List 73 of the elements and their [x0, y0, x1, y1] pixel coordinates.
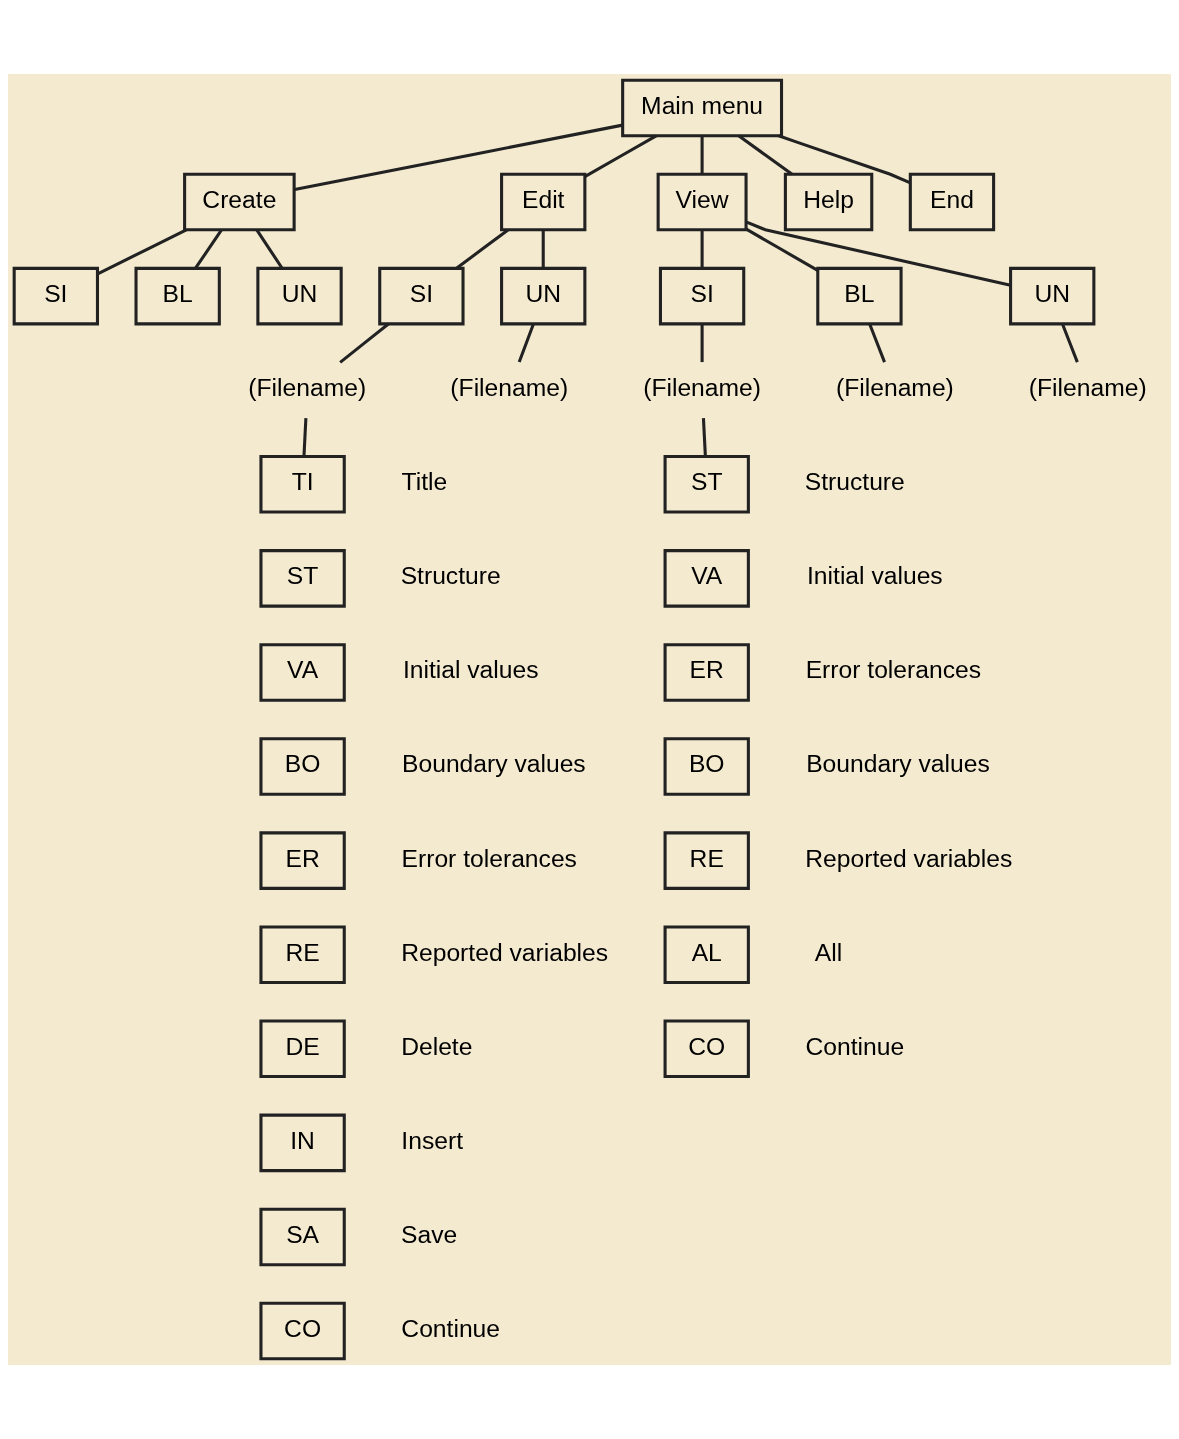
node-label: Title	[401, 468, 448, 496]
connector	[778, 134, 911, 184]
connector	[294, 123, 623, 192]
connector	[868, 323, 886, 363]
node-label: Boundary values	[806, 750, 990, 778]
node-box: SA	[259, 1207, 346, 1267]
node-label: Error tolerances	[805, 656, 982, 684]
node-label: Insert	[401, 1126, 464, 1154]
node-label: Structure	[804, 468, 905, 496]
node-text: (Filename)	[643, 374, 762, 402]
node-box: RE	[663, 831, 750, 890]
node-box: SI	[12, 266, 99, 326]
node-box: CO	[259, 1301, 346, 1361]
connector	[701, 418, 707, 457]
connector	[339, 322, 390, 364]
node-box: BO	[663, 737, 750, 796]
node-label: Save	[400, 1220, 458, 1248]
node-box: End	[908, 172, 996, 232]
node-text: (Filename)	[248, 374, 367, 402]
node-box: Main menu	[621, 78, 784, 138]
node-box: BL	[816, 266, 903, 326]
connector	[584, 134, 657, 178]
node-box: ER	[663, 643, 750, 702]
node-box: CO	[663, 1019, 750, 1079]
connector	[746, 220, 1011, 287]
node-box: ER	[259, 831, 346, 890]
connector	[745, 227, 819, 272]
node-label: Boundary values	[402, 750, 586, 778]
node-text: (Filename)	[835, 374, 954, 402]
node-box: IN	[259, 1113, 346, 1173]
node-box: TI	[259, 454, 346, 514]
node-label: Continue	[805, 1032, 905, 1060]
connector	[517, 323, 535, 363]
node-label: Initial values	[807, 562, 943, 590]
connector	[302, 418, 308, 457]
node-box: VA	[663, 549, 750, 608]
node-box: UN	[256, 266, 343, 326]
node-box: Help	[783, 172, 874, 232]
node-label: Delete	[401, 1032, 473, 1060]
node-box: UN	[500, 266, 587, 326]
node-box: BL	[134, 266, 221, 326]
connector	[255, 229, 284, 269]
node-label: Error tolerances	[401, 844, 577, 872]
node-label: Initial values	[402, 656, 539, 684]
connector	[97, 228, 187, 276]
node-label: Continue	[401, 1314, 501, 1342]
node-label: Reported variables	[805, 844, 1013, 872]
node-box: DE	[259, 1019, 346, 1079]
connector	[700, 135, 704, 174]
connector	[194, 229, 223, 269]
connector	[1061, 323, 1079, 363]
connector	[700, 229, 704, 268]
node-text: (Filename)	[1028, 374, 1147, 402]
node-label: Structure	[400, 562, 501, 590]
node-box: VA	[259, 643, 346, 702]
node-box: SI	[378, 266, 465, 326]
node-box: Create	[183, 172, 296, 232]
node-box: BO	[259, 737, 346, 796]
connector	[737, 134, 793, 176]
node-label: All	[814, 938, 843, 966]
node-box: SI	[658, 266, 746, 326]
node-box: AL	[663, 925, 750, 984]
connector	[455, 228, 509, 270]
node-label: Reported variables	[401, 938, 609, 966]
node-box: View	[656, 172, 748, 232]
connector	[541, 229, 545, 268]
node-box: ST	[259, 549, 346, 608]
node-box: RE	[259, 925, 346, 984]
node-box: Edit	[500, 172, 587, 232]
connector	[700, 324, 704, 363]
node-text: (Filename)	[450, 374, 569, 402]
node-box: UN	[1009, 266, 1096, 326]
node-box: ST	[663, 454, 750, 514]
